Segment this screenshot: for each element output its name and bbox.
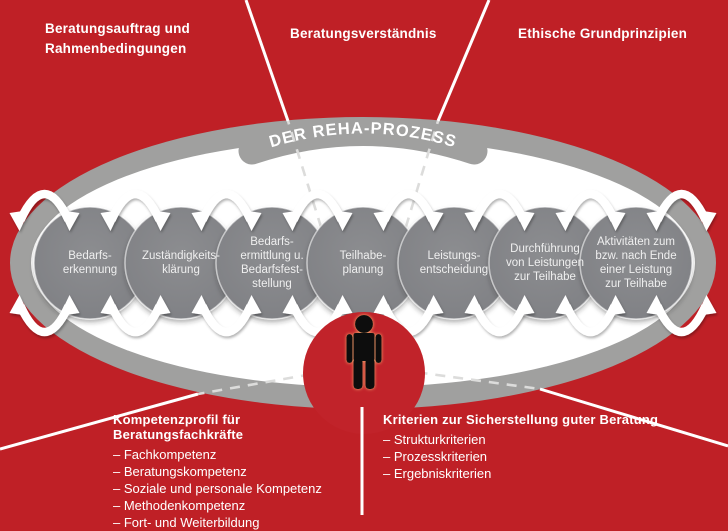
cycle-arrows	[9, 189, 717, 337]
divider-line-top-right	[436, 0, 491, 122]
list-item: – Beratungskompetenz	[113, 464, 247, 479]
list-item: – Methodenkompetenz	[113, 498, 246, 513]
divider-line-bottom-right	[539, 387, 728, 448]
list-item: – Fachkompetenz	[113, 447, 217, 462]
person-icon	[346, 315, 382, 389]
list-item: – Fort- und Weiterbildung	[113, 515, 260, 530]
competence-profile-block: Kompetenzprofil für Beratungsfachkräfte …	[113, 412, 368, 531]
client-person	[303, 312, 425, 434]
process-step-circle-7	[579, 206, 693, 320]
region-label-top-right: Ethische Grundprinzipien	[518, 26, 688, 41]
solid-divider-lines	[0, 0, 728, 451]
dashed-line-bottom-right	[363, 363, 541, 391]
quality-criteria-title: Kriterien zur Sicherstellung guter Berat…	[383, 412, 659, 427]
banner-band	[238, 119, 488, 165]
list-item: – Soziale und personale Kompetenz	[113, 481, 322, 496]
quality-criteria-block: Kriterien zur Sicherstellung guter Berat…	[383, 412, 713, 482]
list-item: – Prozesskriterien	[383, 449, 488, 464]
list-item: – Ergebniskriterien	[383, 466, 492, 481]
region-label-top-center: Beratungsverständnis	[290, 26, 437, 41]
divider-line-top-left	[244, 0, 290, 122]
process-step-circles	[33, 206, 693, 320]
region-label-top-left: Beratungsauftrag und Rahmenbedingungen	[45, 21, 191, 56]
divider-line-bottom-left	[0, 392, 199, 451]
competence-profile-title: Kompetenzprofil für Beratungsfachkräfte	[113, 412, 244, 442]
client-circle	[303, 312, 425, 434]
list-item: – Strukturkriterien	[383, 432, 486, 447]
diagram-canvas: DER REHA-PROZESS	[0, 0, 728, 515]
